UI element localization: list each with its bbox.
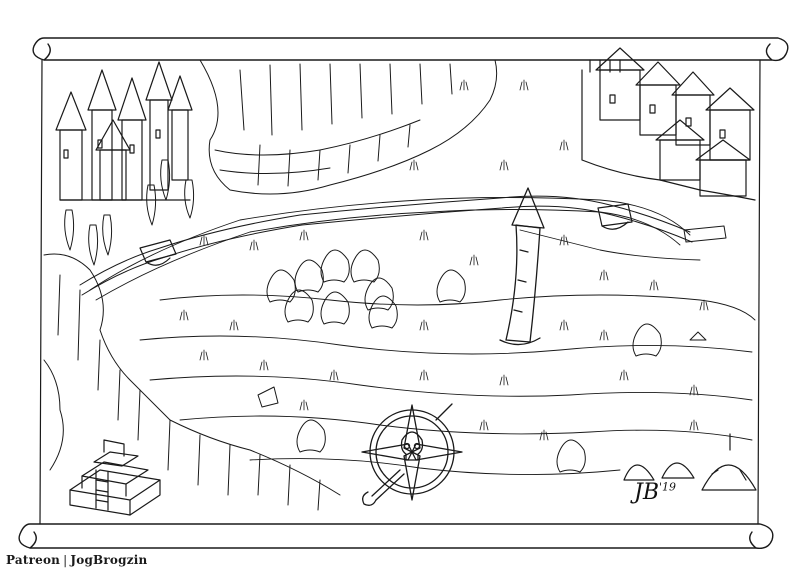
town-icon <box>581 47 756 201</box>
left-cliffs <box>43 253 341 511</box>
tower-icon <box>499 187 545 346</box>
marsh-water <box>89 197 756 475</box>
ziggurat-icon <box>69 439 161 516</box>
upper-cliffs <box>199 59 498 195</box>
bridge-east <box>597 203 633 230</box>
cypress-icon <box>64 159 195 266</box>
skull-compass-icon <box>361 403 463 506</box>
bridge-west <box>139 239 177 266</box>
marsh-reeds <box>179 79 709 441</box>
signature-year: '19 <box>659 480 677 494</box>
castle-icon <box>55 61 193 201</box>
signature-initials: JB <box>634 480 659 505</box>
footer-handle: JogBrogzin <box>70 553 148 567</box>
footer-platform: Patreon <box>6 553 61 567</box>
hut-icon <box>623 433 757 491</box>
rocks <box>257 225 727 408</box>
willow-icon <box>266 249 662 473</box>
scroll-frame <box>18 37 789 550</box>
footer-separator: | <box>63 553 68 567</box>
artist-signature: JB'19 <box>634 480 676 505</box>
footer-credit: Patreon|JogBrogzin <box>6 553 147 573</box>
